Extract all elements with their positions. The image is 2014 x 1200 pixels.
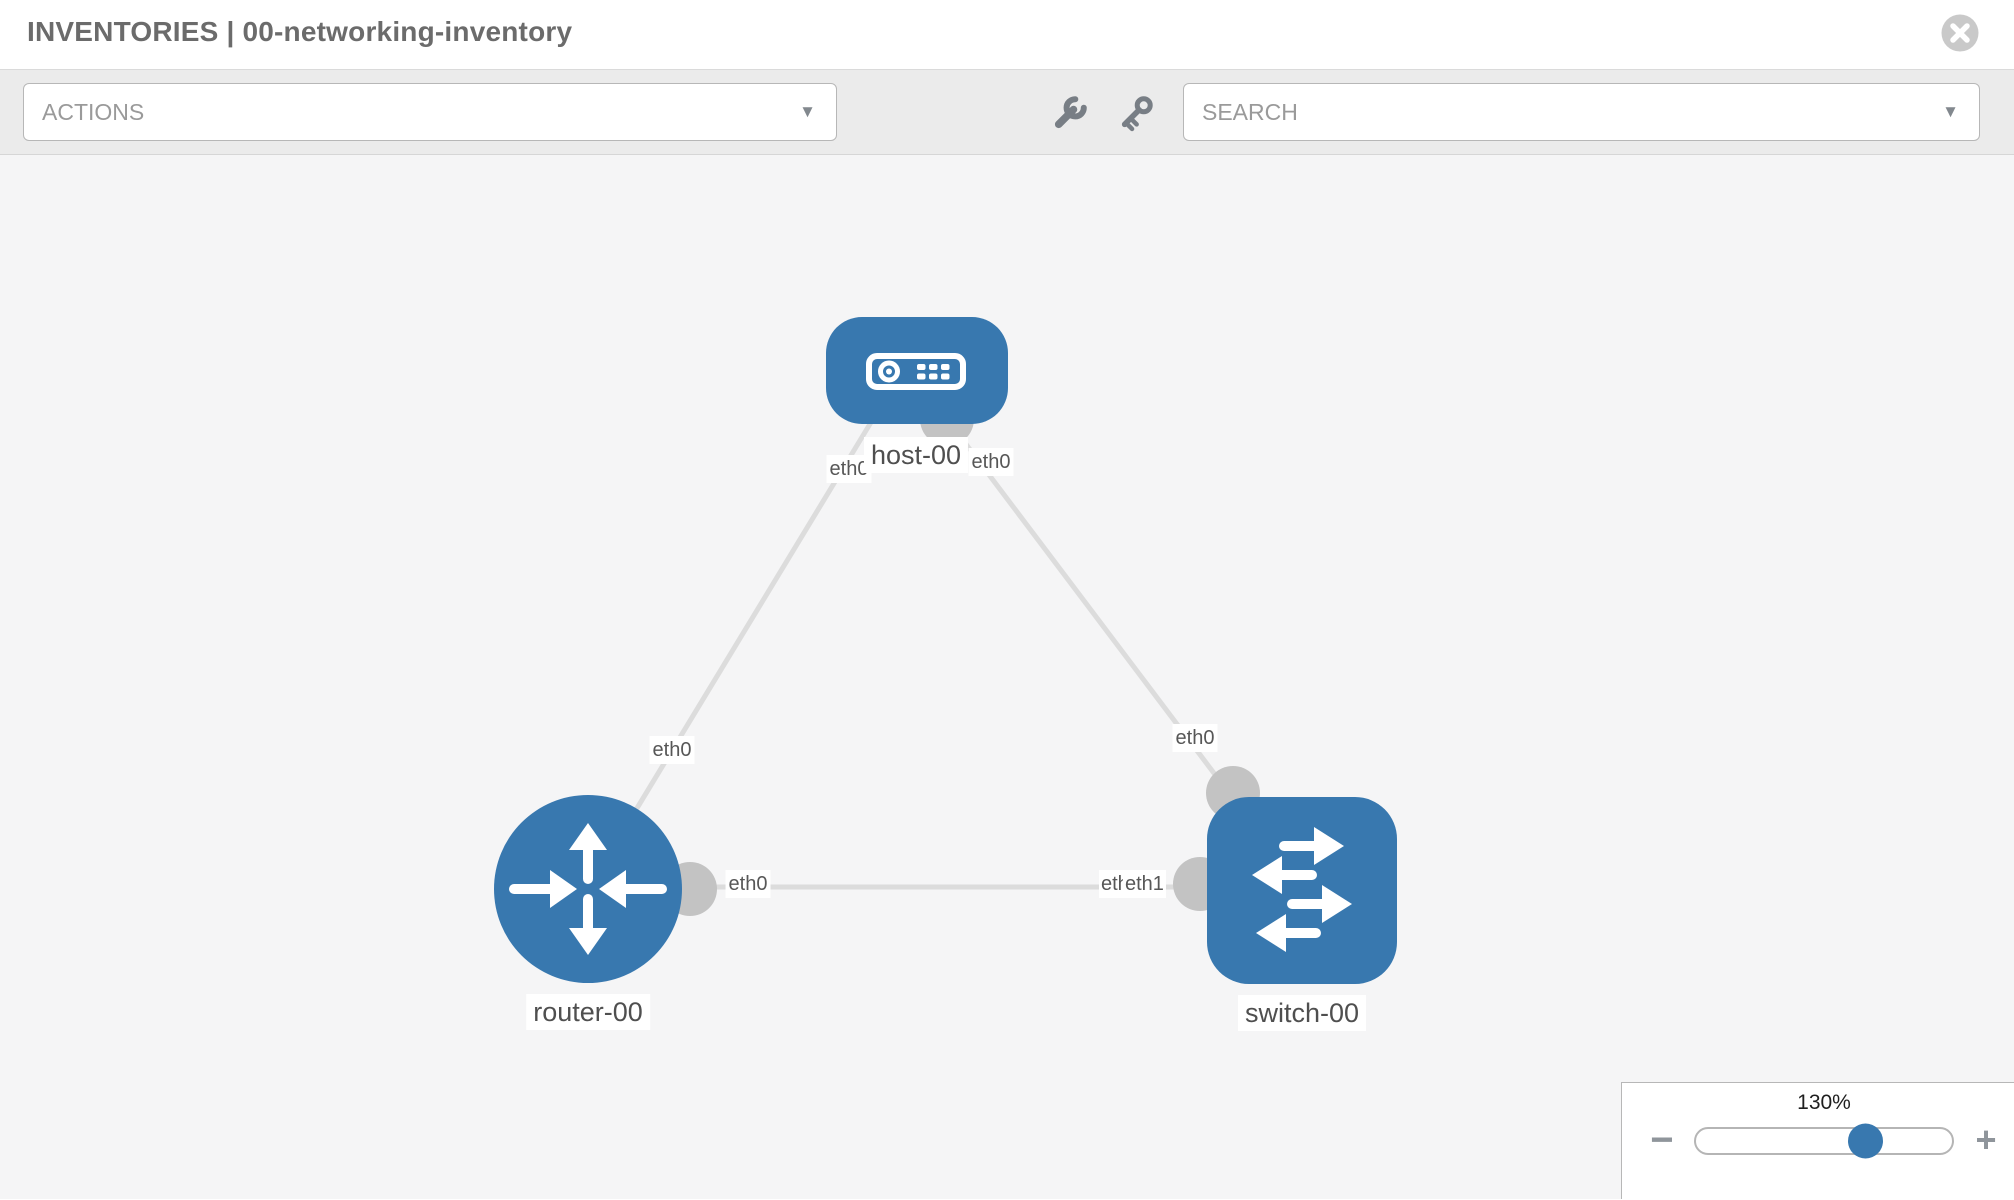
interface-label-router-port: eth0 (725, 870, 771, 898)
node-label-router: router-00 (526, 994, 650, 1030)
topology-canvas[interactable]: eth0 eth0 eth0 eth0 eth0 eth0 eth1 host-… (0, 155, 2014, 1199)
router-icon (509, 823, 667, 955)
interface-label-switch-port: eth0 eth1 (1099, 870, 1169, 898)
interface-label-switch-uplink: eth0 (1172, 724, 1218, 752)
zoom-out-button[interactable]: − (1650, 1118, 1674, 1162)
actions-dropdown[interactable]: ACTIONS ▼ (23, 83, 837, 141)
node-switch[interactable] (1207, 797, 1397, 984)
zoom-panel: 130% − + (1621, 1082, 2014, 1199)
interface-label-host-right: eth0 (968, 448, 1014, 476)
node-label-host: host-00 (863, 437, 969, 473)
interface-label-router-uplink: eth0 (649, 736, 695, 764)
zoom-slider[interactable] (1694, 1123, 1954, 1159)
host-icon (866, 353, 966, 390)
zoom-slider-handle[interactable] (1848, 1123, 1883, 1159)
node-label-switch: switch-00 (1237, 995, 1367, 1031)
page-title: INVENTORIES | 00-networking-inventory (27, 16, 573, 47)
interface-label-host-left: eth0 (826, 455, 872, 483)
chevron-down-icon: ▼ (799, 102, 816, 121)
close-icon (1941, 14, 1979, 52)
header: INVENTORIES | 00-networking-inventory (0, 0, 2014, 70)
search-dropdown[interactable]: SEARCH ▼ (1183, 83, 1980, 141)
zoom-level: 130% (1797, 1091, 1851, 1114)
chevron-down-icon: ▼ (1942, 102, 1959, 121)
node-router[interactable] (494, 795, 682, 983)
actions-dropdown-label: ACTIONS (42, 98, 145, 125)
key-icon[interactable] (1116, 92, 1158, 134)
zoom-in-button[interactable]: + (1975, 1119, 1997, 1160)
node-host[interactable] (826, 317, 1008, 424)
wrench-icon[interactable] (1049, 92, 1091, 134)
search-dropdown-label: SEARCH (1202, 98, 1298, 125)
switch-icon (1252, 827, 1352, 952)
topology-graph (494, 317, 1397, 984)
toolbar: ACTIONS ▼ SEARCH ▼ (0, 70, 2014, 155)
close-button[interactable] (1940, 13, 1980, 53)
interface-label-switch-eth1: eth1 (1123, 870, 1166, 898)
